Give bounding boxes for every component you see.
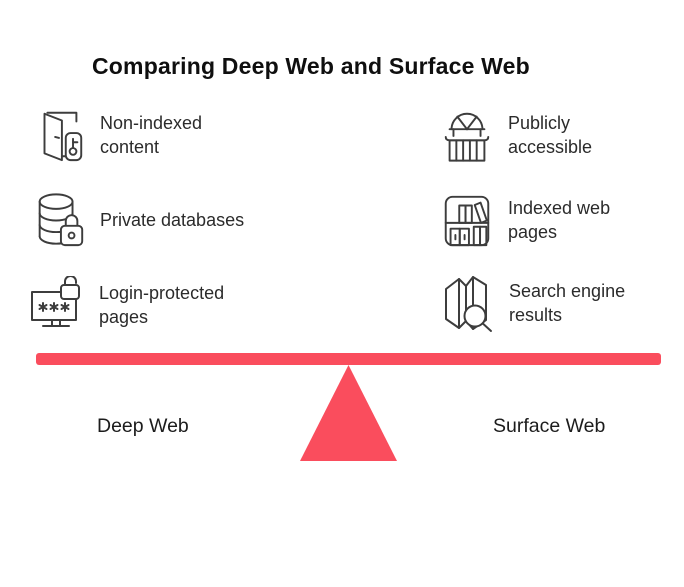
- seesaw-fulcrum-triangle: [300, 365, 397, 461]
- locked-database-icon: [33, 191, 85, 249]
- item-label: Search engine results: [509, 281, 626, 325]
- password-asterisks: [38, 302, 70, 312]
- bookshelf-icon: [441, 191, 493, 249]
- surface-web-item-search-results: Search engine results: [438, 272, 651, 334]
- market-stall-icon: [441, 106, 493, 164]
- deep-web-item-non-indexed: Non-indexed content: [33, 104, 250, 166]
- deep-web-item-login-protected: Login-protected pages: [28, 274, 249, 336]
- seesaw-bar: [36, 353, 661, 365]
- map-magnifier-icon: [438, 273, 494, 333]
- item-label: Non-indexed content: [100, 113, 203, 157]
- deep-web-side-label: Deep Web: [97, 415, 189, 437]
- surface-web-item-indexed-pages: Indexed web pages: [441, 189, 650, 251]
- fulcrum-triangle-shape: [300, 365, 397, 461]
- item-label: Private databases: [100, 210, 245, 230]
- deep-web-item-private-databases: Private databases: [33, 189, 250, 251]
- password-monitor-lock-icon: [28, 276, 84, 334]
- surface-web-item-publicly-accessible: Publicly accessible: [441, 104, 650, 166]
- item-label: Indexed web pages: [508, 198, 611, 242]
- page-title: Comparing Deep Web and Surface Web: [92, 53, 530, 79]
- surface-web-side-label: Surface Web: [493, 415, 606, 437]
- item-label: Login-protected pages: [99, 283, 225, 327]
- item-label: Publicly accessible: [508, 113, 593, 157]
- open-door-key-icon: [33, 106, 85, 164]
